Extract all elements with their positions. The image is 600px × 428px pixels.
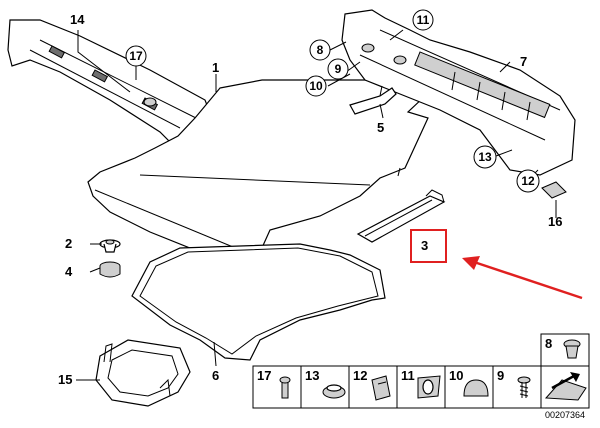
legend-cell-17: 17 — [257, 368, 271, 383]
round-cap-icon — [322, 384, 346, 399]
callout-9: 9 — [335, 62, 342, 76]
callout-13-circle — [473, 145, 497, 169]
legend-cell-11: 11 — [401, 368, 415, 383]
red-arrow — [462, 256, 583, 300]
expanding-rivet-icon — [563, 339, 581, 359]
callout-17: 17 — [129, 49, 143, 63]
part-15-frame — [95, 339, 191, 407]
screw-icon — [517, 376, 531, 398]
part-2-clip — [99, 239, 121, 253]
callout-12-circle — [516, 169, 540, 193]
part-6-floor-mat — [131, 243, 386, 361]
legend-cell-12: 12 — [353, 368, 367, 383]
callout-13: 13 — [478, 150, 492, 164]
legend-cell-10: 10 — [449, 368, 463, 383]
diagram-part-number: 00207364 — [545, 410, 585, 420]
callout-3: 3 — [421, 238, 428, 253]
part-3-trim-strip — [356, 189, 446, 243]
callout-11: 11 — [417, 13, 430, 27]
legend-strip: 17 13 12 11 10 9 8 — [252, 333, 590, 420]
sheet-fold-arrow-icon — [544, 372, 587, 401]
dome-cap-icon — [463, 379, 489, 397]
callout-9-circle — [327, 58, 349, 80]
part-16-pad — [541, 181, 567, 199]
callout-17-circle — [125, 45, 147, 67]
push-pin-icon — [279, 376, 291, 399]
part-7-side-rail — [341, 9, 576, 176]
callout-1: 1 — [212, 60, 219, 75]
clip-nut-icon — [371, 375, 391, 401]
callout-5: 5 — [377, 120, 384, 135]
callout-11-circle — [412, 9, 434, 31]
callout-6: 6 — [212, 368, 219, 383]
callout-7: 7 — [520, 54, 527, 69]
callout-8-circle — [309, 39, 331, 61]
grommet-icon — [417, 375, 441, 399]
callout-8: 8 — [317, 43, 324, 57]
legend-cell-9: 9 — [497, 368, 504, 383]
callout-14: 14 — [70, 12, 85, 27]
callout-3-highlight-box — [410, 229, 447, 263]
callouts: 14 17 1 11 8 9 10 7 5 13 12 16 3 2 4 15 … — [58, 9, 562, 387]
callout-10: 10 — [309, 79, 323, 93]
callout-12: 12 — [521, 174, 535, 188]
legend-cell-13: 13 — [305, 368, 319, 383]
part-5-bracket — [349, 85, 397, 115]
callout-2: 2 — [65, 236, 72, 251]
callout-4: 4 — [65, 264, 73, 279]
part-4-cap — [99, 261, 121, 278]
legend-cell-8: 8 — [545, 336, 552, 351]
callout-10-circle — [305, 75, 327, 97]
callout-15: 15 — [58, 372, 72, 387]
callout-16: 16 — [548, 214, 562, 229]
